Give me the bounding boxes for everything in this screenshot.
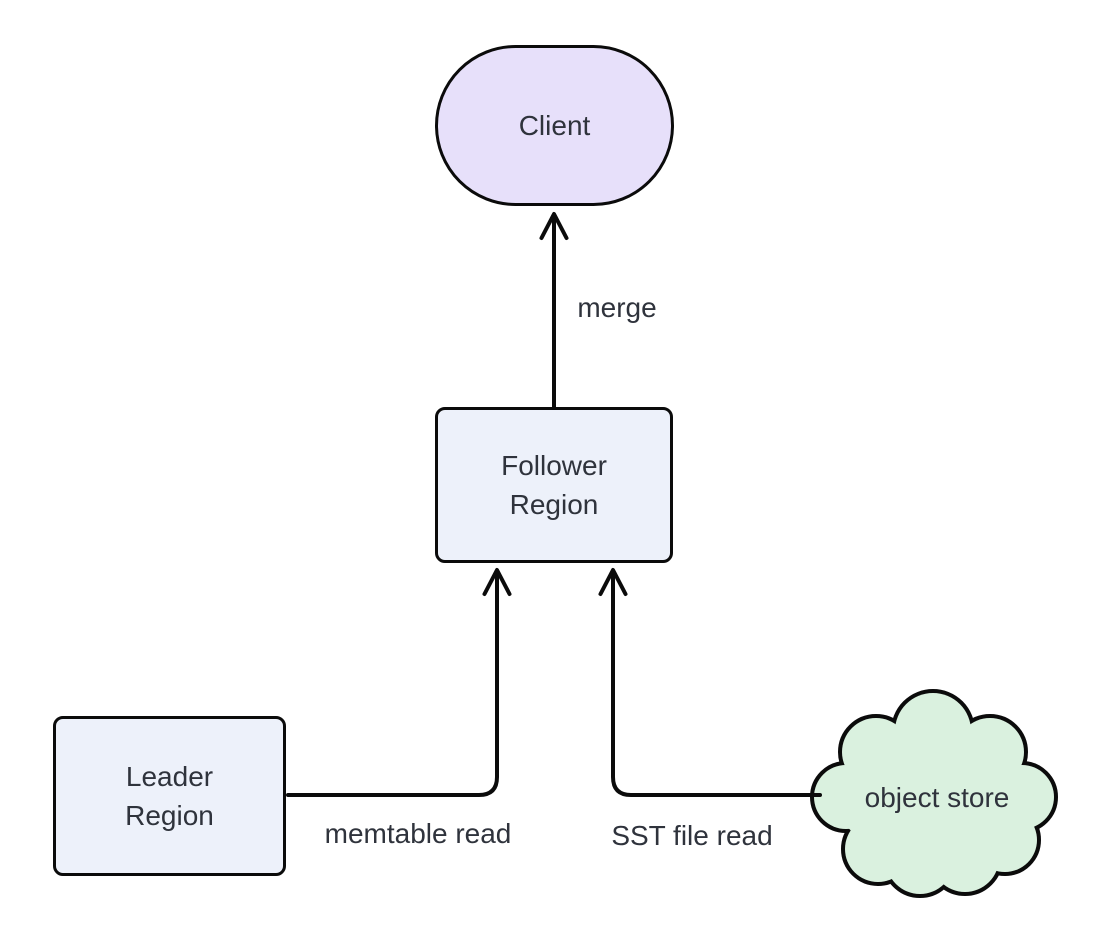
arrowhead-up-icon bbox=[539, 212, 569, 240]
edge-label-merge: merge bbox=[573, 292, 661, 324]
arrowhead-up-icon bbox=[482, 568, 512, 596]
object-store-cloud-fill bbox=[814, 693, 1054, 894]
edges bbox=[286, 212, 822, 797]
follower-region-node-label: Follower Region bbox=[501, 449, 607, 520]
edge-label-sst-file-read: SST file read bbox=[607, 820, 777, 852]
arrowhead-up-icon bbox=[598, 568, 628, 596]
follower-region-node: Follower Region bbox=[435, 407, 673, 563]
edge-sst-file-read bbox=[598, 568, 822, 797]
edge-memtable-read bbox=[286, 568, 512, 797]
leader-region-node-label: Leader Region bbox=[125, 760, 214, 831]
client-node: Client bbox=[435, 45, 674, 206]
object-store-node-label: object store bbox=[864, 782, 1010, 813]
client-node-label: Client bbox=[518, 109, 591, 141]
edge-label-memtable-read: memtable read bbox=[320, 818, 516, 850]
edge-merge bbox=[539, 212, 569, 409]
leader-region-node: Leader Region bbox=[53, 716, 286, 876]
